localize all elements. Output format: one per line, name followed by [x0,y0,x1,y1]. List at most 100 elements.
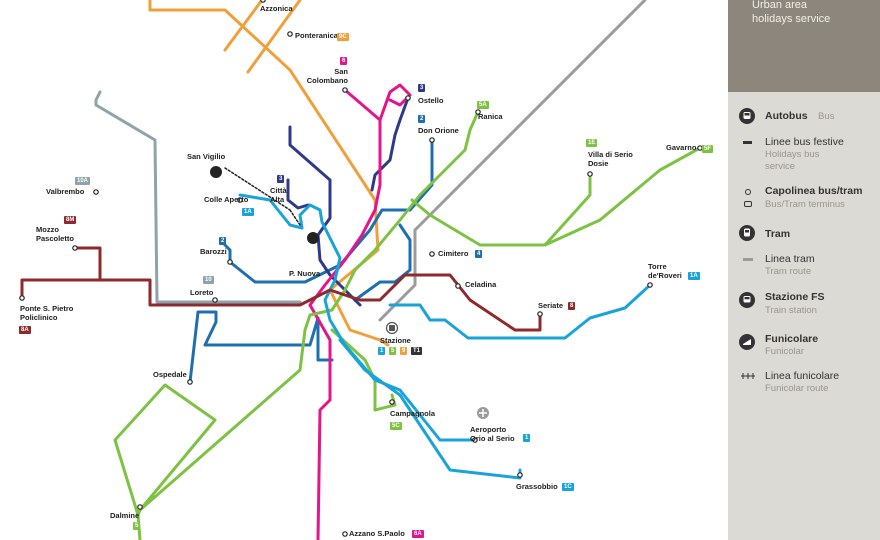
tram-route-icon [743,258,753,261]
label-loreto: Loreto [190,288,214,297]
line-10 [94,90,302,304]
label-san-colombano: San Colombano [306,67,348,85]
tram-line [378,0,647,322]
line-9-branch [223,0,302,74]
label-ostello: Ostello [418,96,444,105]
funicolar-route-icon [741,373,755,379]
label-torre-de-roveri: Torre de'Roveri [648,262,682,280]
badge-10: 10 [203,276,214,284]
label-valbrembo: Valbrembo [46,187,85,196]
label-ponteranica: Ponteranica [295,31,338,40]
badge-1e: 1E [586,139,598,147]
line-5-gavarno [543,146,702,247]
legend-linea-funicolare: Linea funicolare [765,370,840,382]
badge-1a-colle: 1A [242,208,254,216]
badge-1a-torre: 1A [688,272,700,280]
line-3-cittaalta [286,178,310,210]
funicolar-icon [210,166,222,178]
label-grassobbio: Grassobbio [516,482,558,491]
badge-stazione-9: 9 [400,347,408,355]
legend-linea-tram-en: Tram route [765,266,812,277]
label-citta-alta: Città Alta [270,186,287,204]
badge-3-citta-alta: 3 [277,175,285,183]
badge-2-barozzi: 2 [219,237,227,245]
label-celadina: Celadina [465,280,497,289]
tram-icon [739,225,755,241]
bus-icon [739,108,755,124]
badge-1c: 1C [562,483,574,491]
label-seriate: Seriate [538,301,564,310]
label-dalmine: Dalmine [110,511,140,520]
network-map[interactable]: Azzonica Ponteranica San Colombano Ostel… [0,0,728,540]
legend-festive-it: Linee bus festive [765,136,844,148]
badge-8a: 8A [19,326,31,334]
legend-funicolare: Funicolare [765,333,819,345]
line-5-est [410,176,592,247]
funicolar-legend-icon [739,334,755,350]
badge-stazione-1: 1 [378,347,386,355]
label-ranica: Ranica [478,112,503,121]
badge-2-don-orione: 2 [418,115,426,123]
badge-t1: T1 [411,347,423,355]
legend-tram: Tram [765,228,791,240]
funicolar-icon-2 [307,232,319,244]
legend-autobus: Autobus [765,110,808,122]
badge-1: 1 [523,434,531,442]
legend-header: Urban area holidays service [728,0,880,92]
label-don-orione: Don Orione [418,126,459,135]
funicolar-route [224,167,301,226]
label-azzonica: Azzonica [260,4,293,13]
badge-8: 8 [568,302,576,310]
badge-5: 5 [133,522,141,530]
label-campagnola: Campagnola [390,409,436,418]
badge-5f: 5F [702,145,714,153]
label-ospedale: Ospedale [153,370,187,379]
line-6-ostello [378,83,412,122]
label-villa-di-serio: Villa di Serio Dosie [588,150,633,168]
legend-festive-en2: service [765,161,796,172]
label-azzano: Azzano S.Paolo [349,529,405,538]
holiday-line-icon [743,141,752,144]
legend-linea-funicolare-en: Funicolar route [765,383,829,394]
legend-stazione: Stazione FS [765,291,825,303]
label-colle-aperto: Colle Aperto [204,195,249,204]
badge-6: 6 [340,57,348,65]
line-1 [298,203,652,442]
legend-festive-en1: Holidays bus [765,149,820,160]
badge-6a: 6A [412,530,424,538]
legend-capolinea: Capolinea bus/tram [765,185,863,197]
line-9 [148,0,390,347]
legend-panel: Urban area holidays service Autobus Bus … [728,0,880,540]
legend-funicolare-en: Funicolar [765,346,805,357]
legend-stazione-en: Train station [765,305,817,316]
line-2-ospedale [188,310,334,384]
line-1a-west [238,193,304,230]
label-p-nuova: P. Nuova [289,269,321,278]
badge-10a: 10A [75,177,91,185]
line-8 [20,246,542,332]
label-mozzo: Mozzo Pascoletto [36,225,74,243]
label-aeroporto: Aeroporto Orio al Serio [470,425,515,443]
line-6 [308,88,382,540]
label-gavarno: Gavarno [666,143,697,152]
terminus-tram-icon [744,201,752,207]
badge-4: 4 [475,250,483,258]
line-5-campagnola [330,328,397,412]
label-ponte-s-pietro: Ponte S. Pietro Policlinico [20,304,74,322]
line-5 [113,110,480,540]
legend-capolinea-en: Bus/Tram terminus [765,199,845,210]
badge-3-ostello: 3 [418,84,426,92]
legend-header-line1: Urban area [752,0,808,11]
label-cimitero: Cimitero [438,249,469,258]
route-lines [19,0,703,540]
badge-stazione-5: 5 [389,347,397,355]
badge-5a: 5A [477,101,489,109]
terminus-bus-icon [745,189,751,195]
label-stazione: Stazione [380,336,411,345]
legend-autobus-en: Bus [818,111,835,122]
label-barozzi: Barozzi [200,247,227,256]
legend-header-line2: holidays service [752,13,831,25]
legend-linea-tram: Linea tram [765,253,815,265]
badge-8m: 8M [64,216,77,224]
badge-5c: 5C [390,422,402,430]
